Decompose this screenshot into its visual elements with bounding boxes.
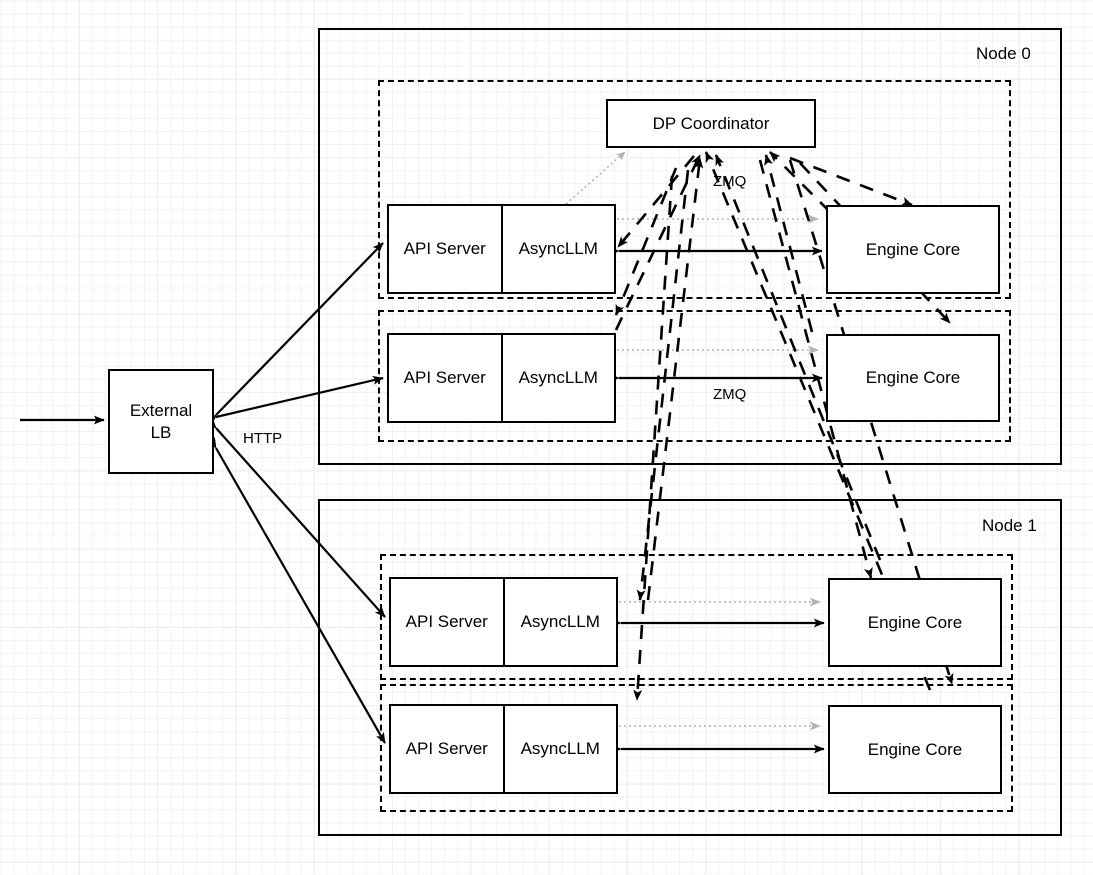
node-0-replica-2-engine-core[interactable]: Engine Core (826, 334, 1000, 422)
asyncllm-cell[interactable]: AsyncLLM (518, 368, 598, 387)
node-0-replica-1-engine-core[interactable]: Engine Core (826, 205, 1000, 294)
node-1-replica-2-api-unit[interactable]: API Server AsyncLLM (389, 704, 618, 794)
external-lb-box[interactable]: External LB (108, 369, 214, 474)
node-1-replica-2-group (380, 684, 1013, 812)
node-1-container (318, 499, 1062, 836)
node-1-replica-1-group (380, 554, 1013, 680)
api-server-cell[interactable]: API Server (391, 706, 505, 792)
engine-core-label: Engine Core (865, 368, 961, 388)
asyncllm-cell[interactable]: AsyncLLM (518, 239, 598, 258)
engine-core-label: Engine Core (867, 612, 963, 632)
node-0-container (318, 28, 1062, 465)
asyncllm-cell[interactable]: AsyncLLM (520, 739, 600, 758)
node-1-label: Node 1 (982, 516, 1037, 535)
node-0-replica-1-group (378, 80, 1011, 299)
engine-core-label: Engine Core (865, 239, 961, 259)
dp-coordinator-label: DP Coordinator (652, 113, 770, 133)
zmq-label-node0-top: ZMQ (713, 173, 747, 190)
node-1-replica-1-engine-core[interactable]: Engine Core (828, 578, 1002, 667)
api-server-cell[interactable]: API Server (389, 206, 503, 292)
dp-coordinator-box[interactable]: DP Coordinator (606, 99, 816, 148)
node-1-replica-1-api-unit[interactable]: API Server AsyncLLM (389, 577, 618, 667)
node-1-replica-2-engine-core[interactable]: Engine Core (828, 705, 1002, 794)
zmq-label-node0-bottom: ZMQ (713, 386, 747, 403)
engine-core-label: Engine Core (867, 739, 963, 759)
node-0-replica-2-group (378, 310, 1011, 442)
asyncllm-cell[interactable]: AsyncLLM (520, 612, 600, 631)
external-lb-label: External LB (129, 401, 193, 442)
node-0-label: Node 0 (976, 44, 1031, 63)
node-0-replica-1-api-unit[interactable]: API Server AsyncLLM (387, 204, 616, 294)
node-0-replica-2-api-unit[interactable]: API Server AsyncLLM (387, 333, 616, 423)
api-server-cell[interactable]: API Server (389, 335, 503, 421)
http-edge-label: HTTP (243, 430, 283, 447)
api-server-cell[interactable]: API Server (391, 579, 505, 665)
